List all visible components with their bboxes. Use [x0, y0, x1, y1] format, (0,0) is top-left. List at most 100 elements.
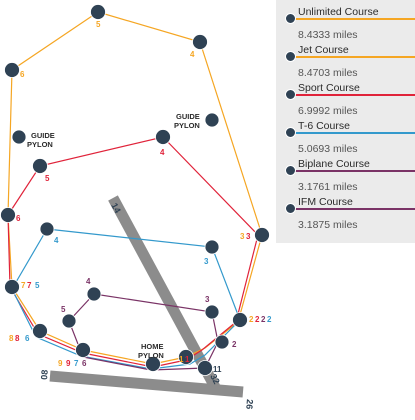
- pylon-marker: [204, 239, 220, 255]
- legend-pylon-icon: [285, 89, 296, 100]
- legend-item-t6: T-6 Course 5.0693 miles: [276, 118, 415, 156]
- t6-pylon-3: 3: [204, 257, 209, 266]
- left-pylon-8-red: 8: [15, 334, 20, 343]
- left-pylon-6-blue: 6: [25, 334, 30, 343]
- biplane-pylon-5: 5: [61, 305, 66, 314]
- pylon-marker: [197, 360, 213, 376]
- left-pylon-7-orange: 7: [21, 281, 26, 290]
- runway-labels: 14 32 08 26: [39, 201, 255, 409]
- legend-pylon-icon: [285, 13, 296, 24]
- right-pylon-2-red: 2: [255, 315, 260, 324]
- legend-line: [290, 18, 415, 20]
- unlimited-pylon-5: 5: [96, 20, 101, 29]
- pylon-marker: [204, 304, 220, 320]
- legend-course-distance: 8.4333 miles: [298, 29, 358, 41]
- pylon-marker: [155, 129, 171, 145]
- sport-pylon-6: 6: [16, 214, 21, 223]
- pylon-marker: [90, 4, 106, 20]
- runway-08-26: [49, 370, 244, 398]
- pylon-marker: [39, 221, 55, 237]
- left-pylon-8-orange: 8: [9, 334, 14, 343]
- bottom-pylon-9-red: 9: [66, 359, 71, 368]
- legend-item-unlimited: Unlimited Course 8.4333 miles: [276, 4, 415, 42]
- pylon-marker: [232, 312, 248, 328]
- legend-item-sport: Sport Course 6.9992 miles: [276, 80, 415, 118]
- legend-course-name: Biplane Course: [296, 158, 372, 170]
- pylon-marker: [192, 34, 208, 50]
- legend-course-name: Unlimited Course: [296, 6, 381, 18]
- t6-course-line: [11, 228, 241, 370]
- legend-pylon-icon: [285, 127, 296, 138]
- legend-panel: Unlimited Course 8.4333 miles Jet Course…: [276, 0, 415, 243]
- pylon-marker: [4, 279, 20, 295]
- right-pylon-3-red: 3: [246, 232, 251, 241]
- legend-line: [290, 132, 415, 134]
- t6-pylon-4: 4: [54, 236, 59, 245]
- left-pylon-5-blue: 5: [35, 281, 40, 290]
- pylon-marker: [4, 62, 20, 78]
- runway-32-label: 32: [208, 372, 222, 386]
- pylon-marker: [0, 207, 16, 223]
- legend-course-name: IFM Course: [296, 196, 355, 208]
- right-pylon-2-purple: 2: [261, 315, 266, 324]
- legend-item-jet: Jet Course 8.4703 miles: [276, 42, 415, 80]
- bottom-pylon-6-purple: 6: [82, 359, 87, 368]
- pylons: [0, 4, 270, 376]
- guide-pylon-marker: [204, 112, 220, 128]
- pylon-marker: [32, 158, 48, 174]
- pylon-2-label: 2: [232, 340, 237, 349]
- runway-14-32: [108, 195, 220, 390]
- legend-pylon-icon: [285, 165, 296, 176]
- sport-course-line: [7, 136, 259, 368]
- legend-course-distance: 5.0693 miles: [298, 143, 358, 155]
- left-pylon-7-red: 7: [27, 281, 32, 290]
- legend-course-distance: 3.1761 miles: [298, 181, 358, 193]
- runway-26-label: 26: [244, 399, 255, 410]
- home-pylon-1-orange: 1: [179, 355, 184, 364]
- legend-line: [290, 170, 415, 172]
- legend-course-distance: 6.9992 miles: [298, 105, 358, 117]
- pylon-marker: [86, 286, 102, 302]
- right-pylon-3-orange: 3: [240, 232, 245, 241]
- unlimited-pylon-6: 6: [20, 70, 25, 79]
- pylon-marker: [254, 227, 270, 243]
- guide-pylon-marker: [11, 129, 27, 145]
- pylon-11-label: 11: [213, 365, 222, 374]
- legend-pylon-icon: [285, 203, 296, 214]
- legend-line: [290, 94, 415, 96]
- bottom-pylon-7-blue: 7: [74, 359, 79, 368]
- runway-14-label: 14: [109, 201, 123, 215]
- pylon-numbers: 5 4 6 4 5 6 4 3 3 3 7 7 5 4 5 3 2 2 2 2 …: [9, 20, 272, 374]
- bottom-pylon-9-orange: 9: [58, 359, 63, 368]
- runway-08-label: 08: [39, 369, 50, 380]
- sport-pylon-5: 5: [45, 174, 50, 183]
- pylon-marker: [32, 323, 48, 339]
- pylon-marker: [214, 334, 230, 350]
- pylon-marker: [178, 349, 194, 365]
- pylon-marker: [61, 313, 77, 329]
- runways: [49, 195, 244, 398]
- sport-pylon-4: 4: [160, 148, 165, 157]
- legend-pylon-icon: [285, 51, 296, 62]
- pylon-marker: [75, 342, 91, 358]
- right-pylon-2-orange: 2: [249, 315, 254, 324]
- unlimited-course-line: [7, 11, 263, 365]
- legend-line: [290, 56, 415, 58]
- legend-course-distance: 3.1875 miles: [298, 219, 358, 231]
- unlimited-pylon-4: 4: [190, 50, 195, 59]
- legend-course-name: Jet Course: [296, 44, 351, 56]
- home-pylon-marker: [145, 356, 161, 372]
- home-pylon-1-red: 1: [185, 355, 190, 364]
- legend-course-name: Sport Course: [296, 82, 362, 94]
- legend-course-distance: 8.4703 miles: [298, 67, 358, 79]
- legend-item-biplane: Biplane Course 3.1761 miles: [276, 156, 415, 194]
- biplane-pylon-4: 4: [86, 277, 91, 286]
- legend-line: [290, 208, 415, 210]
- legend-item-ifm: IFM Course 3.1875 miles: [276, 194, 415, 232]
- legend-course-name: T-6 Course: [296, 120, 352, 132]
